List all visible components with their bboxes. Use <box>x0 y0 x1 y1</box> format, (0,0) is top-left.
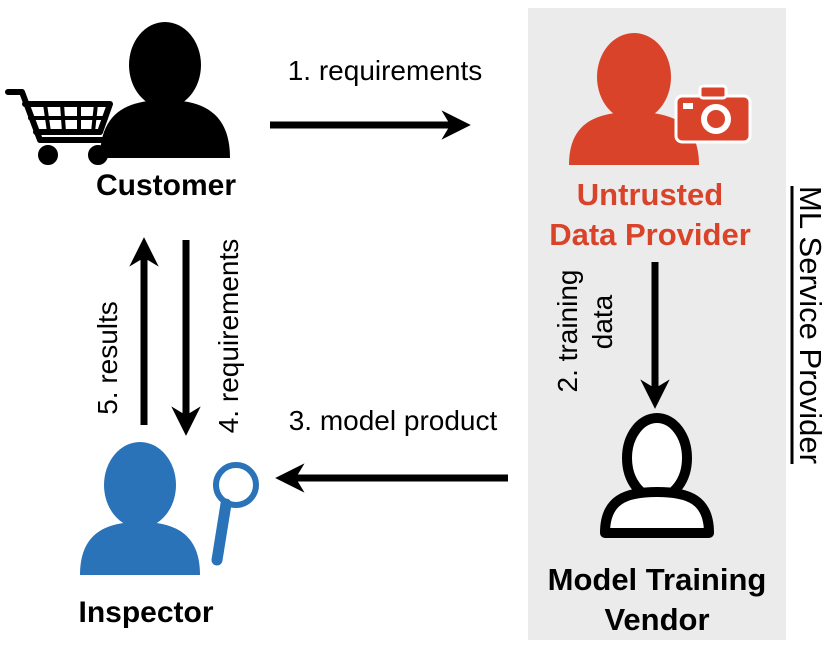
step2-label-line1: 2. training <box>552 270 583 393</box>
vendor-label-line1: Model Training <box>548 562 767 597</box>
customer-person-icon <box>100 22 230 158</box>
vendor-person-icon <box>600 413 714 538</box>
inspector-person-icon <box>80 442 200 575</box>
data-provider-label-line1: Untrusted <box>577 177 723 212</box>
step3-label: 3. model product <box>289 405 498 436</box>
data-provider-person-icon <box>569 33 699 165</box>
magnifier-icon <box>211 462 259 566</box>
vendor-label-line2: Vendor <box>604 602 709 637</box>
step5-label: 5. results <box>92 301 123 415</box>
step4-label: 4. requirements <box>213 239 244 434</box>
customer-label: Customer <box>96 169 236 202</box>
shopping-cart-icon <box>5 89 113 165</box>
data-provider-label-line2: Data Provider <box>549 217 751 252</box>
service-provider-label-group: ML Service Provider <box>790 186 828 464</box>
service-provider-label: ML Service Provider <box>793 186 828 464</box>
camera-icon <box>674 84 752 144</box>
step1-label: 1. requirements <box>288 55 483 86</box>
step2-label-line2: data <box>587 294 618 349</box>
inspector-label: Inspector <box>78 596 213 629</box>
